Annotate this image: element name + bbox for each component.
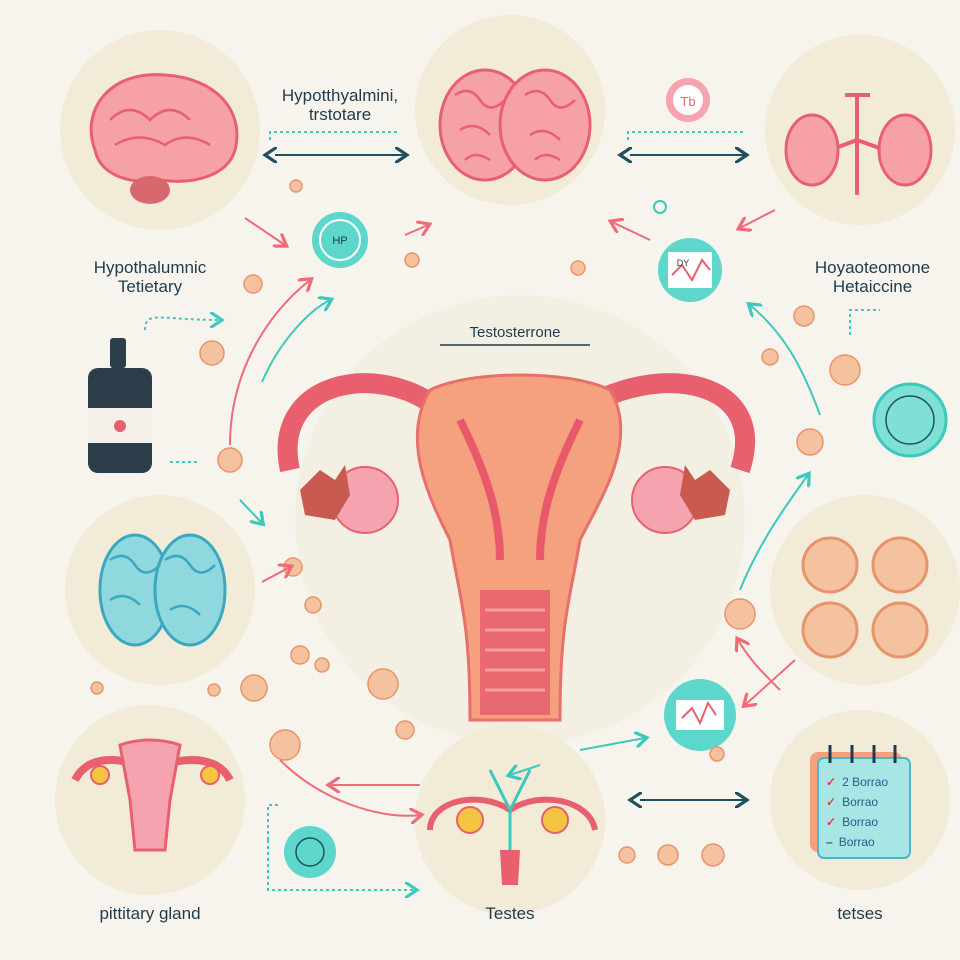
uterus-illustration [277,344,756,722]
teal-badge-text: HP [332,235,348,247]
checklist-item: ✓ 2 Borrao [826,772,888,792]
label-line: Hypothalumnic [93,258,207,277]
check-icon: ✓ [826,775,837,789]
bottle-icon [88,338,152,473]
label-line: Hetaiccine [832,277,913,296]
small-uterus-icon [71,738,234,852]
label-right: Hoyaoteomone Hetaiccine [785,258,960,296]
checklist-item-label: 2 Borrao [842,775,889,789]
label-line: Hypotthyalmini, [281,86,399,105]
label-top-center: Hypotthyalmini, trstotare [255,86,425,124]
small-ring-icon [653,200,667,214]
check-icon: ✓ [826,795,837,809]
teal-badges [284,78,948,878]
brain-teal-icon [98,533,227,647]
pink-badge-text: Tb [680,94,696,109]
teal-badge-text-right: DY [676,258,690,268]
label-bottom-left: pittitary gland [99,904,201,923]
checklist-item-label: Borrao [838,835,875,849]
label-line: Hoyaoteomone [814,258,931,277]
checklist-item: ✓ Borrao [826,792,888,812]
brain-side-icon [89,73,239,204]
label-left: Hypothalumnic Tetietary [70,258,230,296]
arrows [144,131,880,890]
checklist-item-label: Borrao [842,795,879,809]
testes-icon [427,769,598,885]
label-line: Tetietary [117,277,183,296]
brain-top-icon [438,68,592,182]
cells-icon [801,536,929,659]
label-bottom-right: tetses [837,904,883,923]
checklist-item: –Borrao [826,832,888,852]
label-center: Testosterrone [469,324,561,341]
dash-icon: – [826,835,833,849]
hormone-dots [90,179,861,867]
checklist: ✓2 Borrao ✓Borrao ✓Borrao –Borrao [826,772,888,852]
checklist-item: ✓ Borrao [826,812,888,832]
label-bottom-center: Testes [485,904,535,923]
label-line: trstotare [308,105,372,124]
kidney-icon [784,93,933,195]
check-icon: ✓ [826,815,837,829]
checklist-item-label: Borrao [842,815,879,829]
calendar-icon [810,745,911,859]
